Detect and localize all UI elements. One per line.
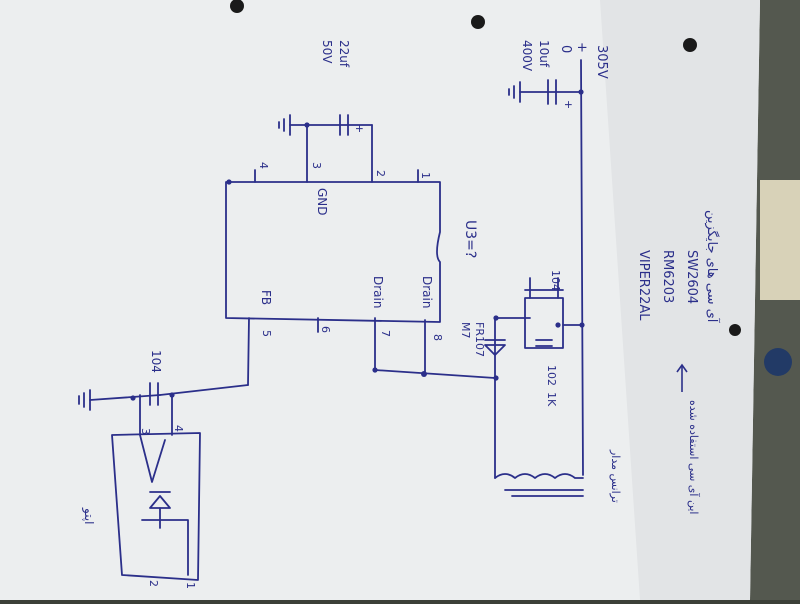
svg-text:ترانس مدار: ترانس مدار — [609, 449, 622, 503]
input-zero-label: 0 — [558, 45, 573, 53]
svg-text:4: 4 — [172, 425, 185, 432]
pin-1: 1 — [419, 172, 432, 179]
ic-designator: U3=? — [462, 220, 478, 258]
notes-part-3: VIPER22AL — [636, 250, 651, 321]
svg-text:104: 104 — [149, 350, 163, 373]
svg-text:22uf: 22uf — [337, 40, 351, 68]
pin-7: 7 — [379, 330, 392, 337]
input-cap-plus: + — [562, 100, 575, 109]
opto-pin-4: 4 — [172, 425, 185, 432]
fb-cap-value: 104 — [149, 350, 163, 373]
notes-part-2: RM6203 — [660, 250, 675, 303]
punch-hole — [230, 0, 244, 13]
svg-text:1: 1 — [419, 172, 432, 179]
svg-text:2: 2 — [374, 170, 387, 177]
snubber-cap2-label: 102 — [545, 365, 558, 386]
ic-fb-label: FB — [259, 290, 273, 305]
svg-text:4: 4 — [257, 162, 270, 169]
pin-3: 3 — [310, 162, 323, 169]
svg-text:FR107: FR107 — [473, 322, 486, 357]
snubber-box — [524, 297, 564, 349]
svg-text:2: 2 — [147, 580, 160, 587]
svg-text:6: 6 — [319, 326, 332, 333]
pin-2: 2 — [374, 170, 387, 177]
svg-text:U3=?: U3=? — [462, 220, 478, 258]
svg-text:0: 0 — [558, 45, 573, 53]
svg-text:+: + — [353, 124, 366, 133]
hv-rail — [580, 59, 584, 476]
diode-triangle — [484, 344, 506, 356]
svg-text:+: + — [574, 42, 589, 53]
notes-arrow-note: این آی سی استفاده شده — [687, 400, 701, 514]
pin-8: 8 — [431, 334, 444, 341]
svg-text:3: 3 — [139, 428, 152, 435]
opto-transistor — [139, 434, 166, 483]
opto-pin-3: 3 — [139, 428, 152, 435]
punch-hole — [471, 15, 485, 29]
component-box — [760, 180, 800, 300]
input-cap-voltage: 400V — [520, 40, 534, 72]
svg-text:Drain: Drain — [420, 276, 434, 308]
input-plus-label: + — [574, 42, 589, 53]
svg-text:104: 104 — [549, 270, 562, 291]
ic-drain8-label: Drain — [420, 276, 434, 308]
svg-text:آی سی های جایگزین: آی سی های جایگزین — [704, 210, 721, 324]
svg-text:400V: 400V — [520, 40, 534, 72]
punch-hole — [729, 324, 741, 336]
opto-note: اپتو — [81, 507, 96, 525]
opto-pin-1: 1 — [184, 582, 197, 589]
svg-text:7: 7 — [379, 330, 392, 337]
pin-6: 6 — [319, 326, 332, 333]
notes-heading: آی سی های جایگزین — [704, 210, 721, 324]
svg-text:GND: GND — [315, 188, 329, 216]
svg-text:5: 5 — [260, 330, 273, 337]
svg-text:SW2604: SW2604 — [684, 250, 699, 304]
svg-text:M7: M7 — [459, 322, 472, 339]
input-cap-value: 10uf — [537, 40, 551, 68]
snubber-cap1-label: 104 — [549, 270, 562, 291]
svg-text:VIPER22AL: VIPER22AL — [636, 250, 651, 321]
arrow-icon — [676, 363, 688, 392]
vcc-cap-voltage: 50V — [320, 40, 334, 64]
punch-hole — [683, 38, 697, 52]
ic-gnd-label: GND — [315, 188, 329, 216]
transformer-winding — [494, 473, 584, 479]
notes-part-1: SW2604 — [684, 250, 699, 304]
fb-wire — [247, 317, 250, 386]
svg-text:اپتو: اپتو — [81, 507, 96, 525]
capacitor-can — [764, 348, 792, 376]
svg-text:50V: 50V — [320, 40, 334, 64]
opto-pin-2: 2 — [147, 580, 160, 587]
circuit-wires — [78, 59, 584, 581]
snubber-diode-label: FR107 — [473, 322, 486, 357]
svg-text:1: 1 — [184, 582, 197, 589]
svg-text:305V: 305V — [594, 45, 609, 79]
svg-text:1K: 1K — [545, 392, 558, 407]
svg-text:این آی سی استفاده شده: این آی سی استفاده شده — [687, 400, 701, 514]
svg-text:FB: FB — [259, 290, 273, 305]
vcc-cap-plus: + — [353, 124, 366, 133]
junction-dots — [130, 89, 585, 401]
paper-shade — [600, 0, 760, 600]
pin-4: 4 — [257, 162, 270, 169]
pin-5: 5 — [260, 330, 273, 337]
snubber-resistor-label: 1K — [545, 392, 558, 407]
notes-transformer-note: ترانس مدار — [609, 449, 622, 503]
opto-body — [111, 432, 201, 581]
input-voltage-label: 305V — [594, 45, 609, 79]
svg-text:10uf: 10uf — [537, 40, 551, 68]
svg-text:+: + — [562, 100, 575, 109]
paper-sheet — [0, 0, 760, 600]
ic-body — [225, 181, 441, 323]
svg-text:Drain: Drain — [371, 276, 385, 308]
ic-drain7-label: Drain — [371, 276, 385, 308]
svg-text:RM6203: RM6203 — [660, 250, 675, 303]
svg-text:102: 102 — [545, 365, 558, 386]
svg-text:3: 3 — [310, 162, 323, 169]
vcc-cap-value: 22uf — [337, 40, 351, 68]
snubber-diode2-label: M7 — [459, 322, 472, 339]
svg-text:8: 8 — [431, 334, 444, 341]
